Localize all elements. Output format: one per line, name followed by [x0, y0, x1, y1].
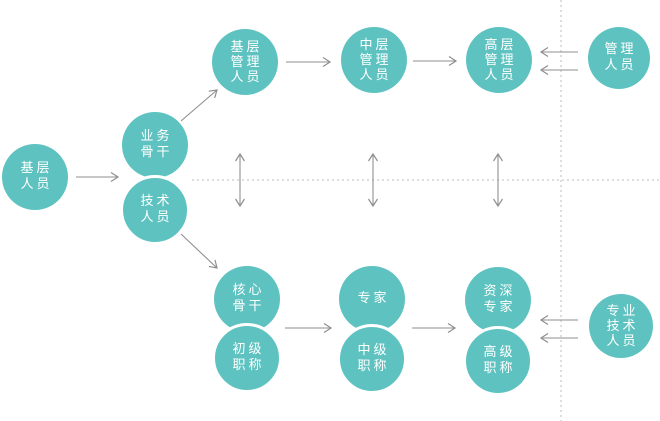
arrow-backbone-to-junior-manager	[180, 89, 218, 122]
node-junior-title: 初级 职称	[212, 323, 282, 393]
node-label-line: 管理	[484, 52, 517, 68]
node-label-line: 管理	[604, 42, 637, 57]
node-label-line: 初级	[232, 342, 265, 357]
node-label-line: 人员	[359, 67, 392, 83]
node-senior-expert: 资深 专家	[465, 267, 531, 333]
node-label-line: 人员	[20, 177, 53, 192]
node-label-line: 人员	[604, 58, 637, 73]
node-label-line: 技术	[606, 318, 639, 334]
node-label-line: 人员	[606, 333, 639, 349]
node-label-line: 骨干	[140, 145, 173, 160]
node-label-line: 人员	[484, 67, 517, 83]
node-label-line: 职称	[357, 359, 390, 374]
node-label-line: 资深	[483, 284, 516, 299]
node-label-line: 专业	[606, 303, 639, 319]
node-label-line: 职称	[483, 361, 516, 376]
node-label-line: 中层	[359, 37, 392, 53]
node-label-line: 人员	[230, 69, 263, 85]
node-label-line: 专家	[483, 300, 516, 315]
node-junior-manager: 基层 管理 人员	[212, 29, 278, 95]
node-expert: 专家	[339, 266, 405, 332]
node-management-staff: 管理 人员	[588, 27, 650, 89]
node-professional-staff: 专业 技术 人员	[589, 294, 653, 358]
node-core-backbone: 核心 骨干	[214, 266, 280, 332]
node-label-line: 高层	[484, 37, 517, 53]
node-label-line: 基层	[20, 161, 53, 176]
node-base-staff: 基层 人员	[2, 144, 68, 210]
node-label-line: 基层	[230, 39, 263, 55]
node-senior-title: 高级 职称	[463, 326, 533, 396]
node-middle-manager: 中层 管理 人员	[341, 27, 407, 93]
node-label-line: 职称	[232, 358, 265, 373]
arrow-technical-to-core-backbone	[180, 233, 218, 269]
node-label-line: 专家	[357, 291, 390, 306]
node-technical-staff: 技术 人员	[120, 175, 190, 245]
node-label-line: 高级	[483, 345, 516, 360]
node-label-line: 技术	[140, 194, 173, 209]
node-label-line: 人员	[140, 210, 173, 225]
node-label-line: 中级	[357, 343, 390, 358]
node-middle-title: 中级 职称	[337, 324, 407, 394]
node-senior-manager: 高层 管理 人员	[466, 27, 532, 93]
node-business-backbone: 业务 骨干	[122, 112, 188, 178]
node-label-line: 骨干	[232, 299, 265, 314]
node-label-line: 核心	[232, 283, 265, 298]
node-label-line: 业务	[140, 129, 173, 144]
node-label-line: 管理	[359, 52, 392, 68]
node-label-line: 管理	[230, 54, 263, 70]
